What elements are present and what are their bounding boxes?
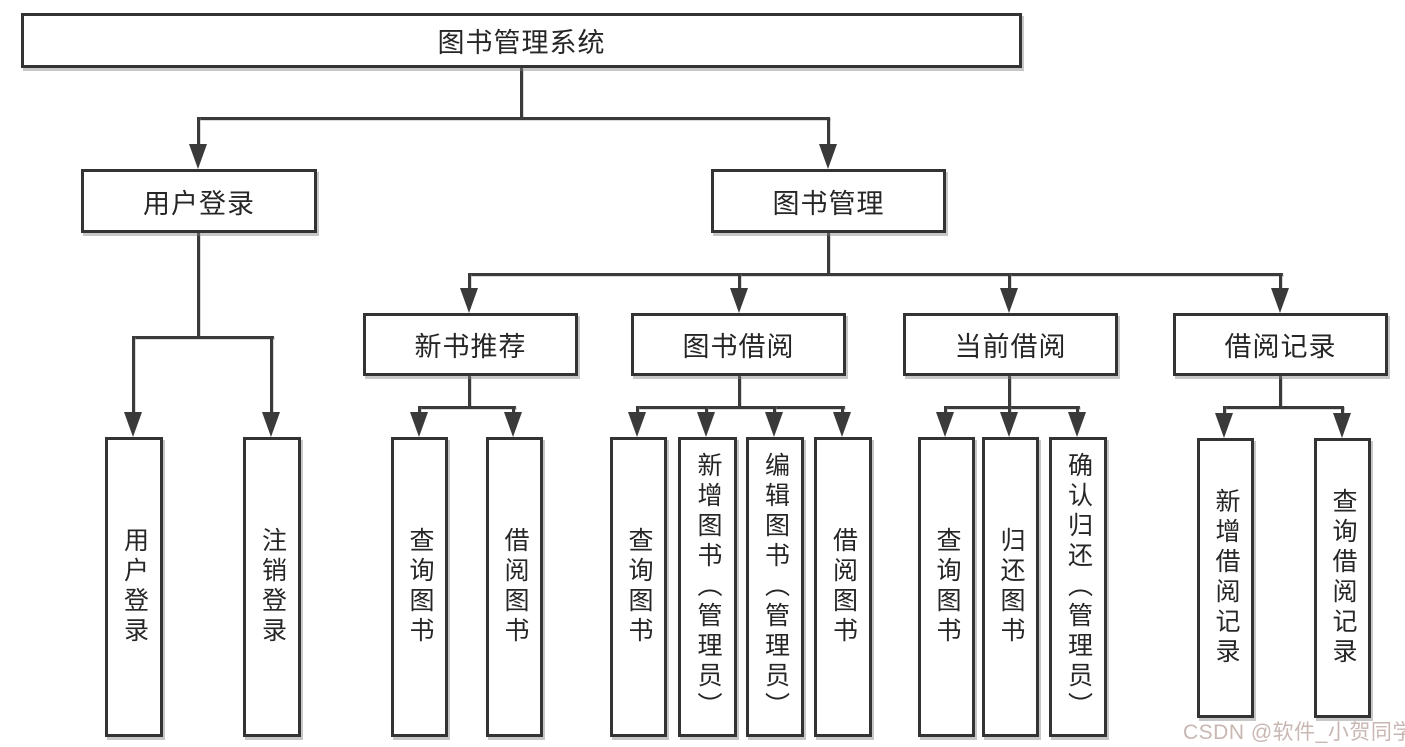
arrow-head — [819, 144, 837, 169]
leaf-label: 查询图书 — [933, 527, 961, 647]
connector-line — [1008, 273, 1011, 290]
leaf-bb-borrow-book: 借阅图书 — [814, 437, 872, 737]
node-user-login: 用户登录 — [81, 169, 317, 233]
arrow-head — [1000, 412, 1018, 437]
arrow-head — [730, 288, 748, 313]
leaf-label: 用户登录 — [120, 527, 149, 647]
connector-line — [418, 406, 516, 409]
leaf-label: 新增图书（管理员） — [694, 452, 722, 722]
node-borrowing-records: 借阅记录 — [1173, 313, 1388, 376]
arrow-head — [262, 412, 280, 437]
node-label: 当前借阅 — [954, 332, 1067, 362]
connector-line — [944, 406, 947, 415]
node-new-book-recommendation: 新书推荐 — [363, 313, 578, 376]
leaf-label: 查询图书 — [625, 527, 653, 647]
arrow-head — [1333, 413, 1351, 438]
connector-line — [944, 406, 1080, 409]
leaf-bb-query-book: 查询图书 — [610, 437, 667, 737]
connector-line — [197, 117, 200, 147]
node-label: 用户登录 — [143, 188, 255, 219]
leaf-bb-add-book-admin: 新增图书（管理员） — [678, 437, 737, 737]
connector-line — [1008, 406, 1011, 415]
leaf-label: 查询借阅记录 — [1329, 488, 1357, 668]
leaf-cb-return-book: 归还图书 — [982, 437, 1039, 737]
arrow-head — [1215, 413, 1233, 438]
node-current-borrowing: 当前借阅 — [903, 313, 1118, 376]
connector-line — [636, 406, 639, 415]
leaf-label: 借阅图书 — [829, 527, 858, 647]
arrow-head — [1000, 288, 1018, 313]
connector-line — [132, 336, 274, 339]
connector-line — [197, 233, 200, 336]
connector-line — [1279, 376, 1282, 406]
connector-line — [1008, 376, 1011, 406]
connector-line — [132, 336, 135, 414]
leaf-br-add-record: 新增借阅记录 — [1197, 438, 1254, 718]
node-label: 借阅记录 — [1224, 332, 1337, 362]
connector-line — [468, 376, 471, 406]
node-book-management: 图书管理 — [711, 169, 946, 233]
arrow-head — [765, 412, 783, 437]
connector-line — [418, 406, 421, 415]
node-label: 图书借阅 — [682, 332, 795, 362]
arrow-head — [504, 412, 522, 437]
leaf-label: 新增借阅记录 — [1212, 488, 1240, 668]
connector-line — [827, 117, 830, 147]
arrow-head — [1068, 412, 1086, 437]
csdn-watermark: CSDN @软件_小贺同学 — [1183, 721, 1405, 744]
leaf-user-login: 用户登录 — [105, 437, 163, 737]
connector-line — [773, 406, 776, 415]
connector-line — [512, 406, 515, 415]
arrow-head — [628, 412, 646, 437]
leaf-nb-query-book: 查询图书 — [391, 437, 448, 737]
connector-line — [520, 68, 523, 118]
arrow-head — [1271, 288, 1289, 313]
leaf-br-query-record: 查询借阅记录 — [1314, 438, 1371, 718]
leaf-bb-edit-book-admin: 编辑图书（管理员） — [746, 437, 804, 737]
leaf-logout: 注销登录 — [243, 437, 301, 737]
connector-line — [705, 406, 708, 415]
leaf-label: 确认归还（管理员） — [1064, 452, 1093, 722]
connector-line — [1076, 406, 1079, 415]
leaf-nb-borrow-book: 借阅图书 — [486, 437, 543, 737]
connector-line — [468, 273, 1283, 276]
connector-line — [1223, 406, 1344, 409]
leaf-label: 编辑图书（管理员） — [761, 452, 790, 722]
arrow-head — [124, 412, 142, 437]
arrow-head — [697, 412, 715, 437]
connector-line — [841, 406, 844, 415]
leaf-label: 借阅图书 — [501, 527, 529, 647]
connector-line — [1341, 406, 1344, 415]
arrow-head — [833, 412, 851, 437]
leaf-cb-query-book: 查询图书 — [918, 437, 975, 737]
connector-line — [636, 406, 845, 409]
connector-line — [1279, 273, 1282, 290]
connector-line — [738, 376, 741, 406]
connector-line — [468, 273, 471, 290]
arrow-head — [410, 412, 428, 437]
leaf-label: 注销登录 — [258, 527, 287, 647]
node-label: 图书管理 — [772, 188, 885, 219]
node-label: 图书管理系统 — [437, 28, 606, 58]
leaf-cb-confirm-return-admin: 确认归还（管理员） — [1049, 437, 1107, 737]
leaf-label: 归还图书 — [997, 527, 1025, 647]
connector-line — [827, 233, 830, 273]
connector-line — [738, 273, 741, 290]
arrow-head — [189, 144, 207, 169]
arrow-head — [460, 288, 478, 313]
connector-line — [197, 117, 830, 120]
node-book-borrowing: 图书借阅 — [631, 313, 846, 376]
arrow-head — [936, 412, 954, 437]
leaf-label: 查询图书 — [406, 527, 434, 647]
connector-line — [1223, 406, 1226, 415]
node-library-system: 图书管理系统 — [21, 13, 1022, 68]
connector-line — [270, 336, 273, 414]
node-label: 新书推荐 — [414, 332, 527, 362]
